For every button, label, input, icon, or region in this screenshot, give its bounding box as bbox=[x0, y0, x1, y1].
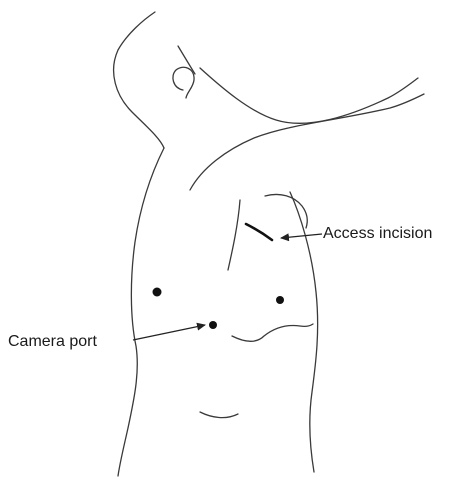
camera-port-marker bbox=[209, 321, 217, 329]
arm-lower-contour bbox=[190, 94, 424, 190]
axilla-contour bbox=[265, 194, 307, 228]
ear-outline bbox=[173, 67, 194, 98]
torso-right-contour bbox=[290, 192, 318, 472]
access-incision-label: Access incision bbox=[323, 225, 432, 243]
port-marker bbox=[153, 288, 162, 297]
chest-line bbox=[228, 200, 240, 270]
abdominal-fold bbox=[200, 412, 238, 418]
access-incision-mark bbox=[246, 224, 272, 240]
costal-contour bbox=[232, 324, 313, 341]
access-incision-arrow bbox=[281, 234, 322, 238]
port-marker bbox=[276, 296, 284, 304]
camera-port-arrow bbox=[133, 325, 205, 340]
arm-upper-contour bbox=[200, 68, 418, 123]
jaw-outline bbox=[178, 46, 195, 74]
head-outline bbox=[114, 12, 164, 148]
torso-left-contour bbox=[118, 148, 164, 476]
camera-port-label: Camera port bbox=[8, 333, 97, 351]
